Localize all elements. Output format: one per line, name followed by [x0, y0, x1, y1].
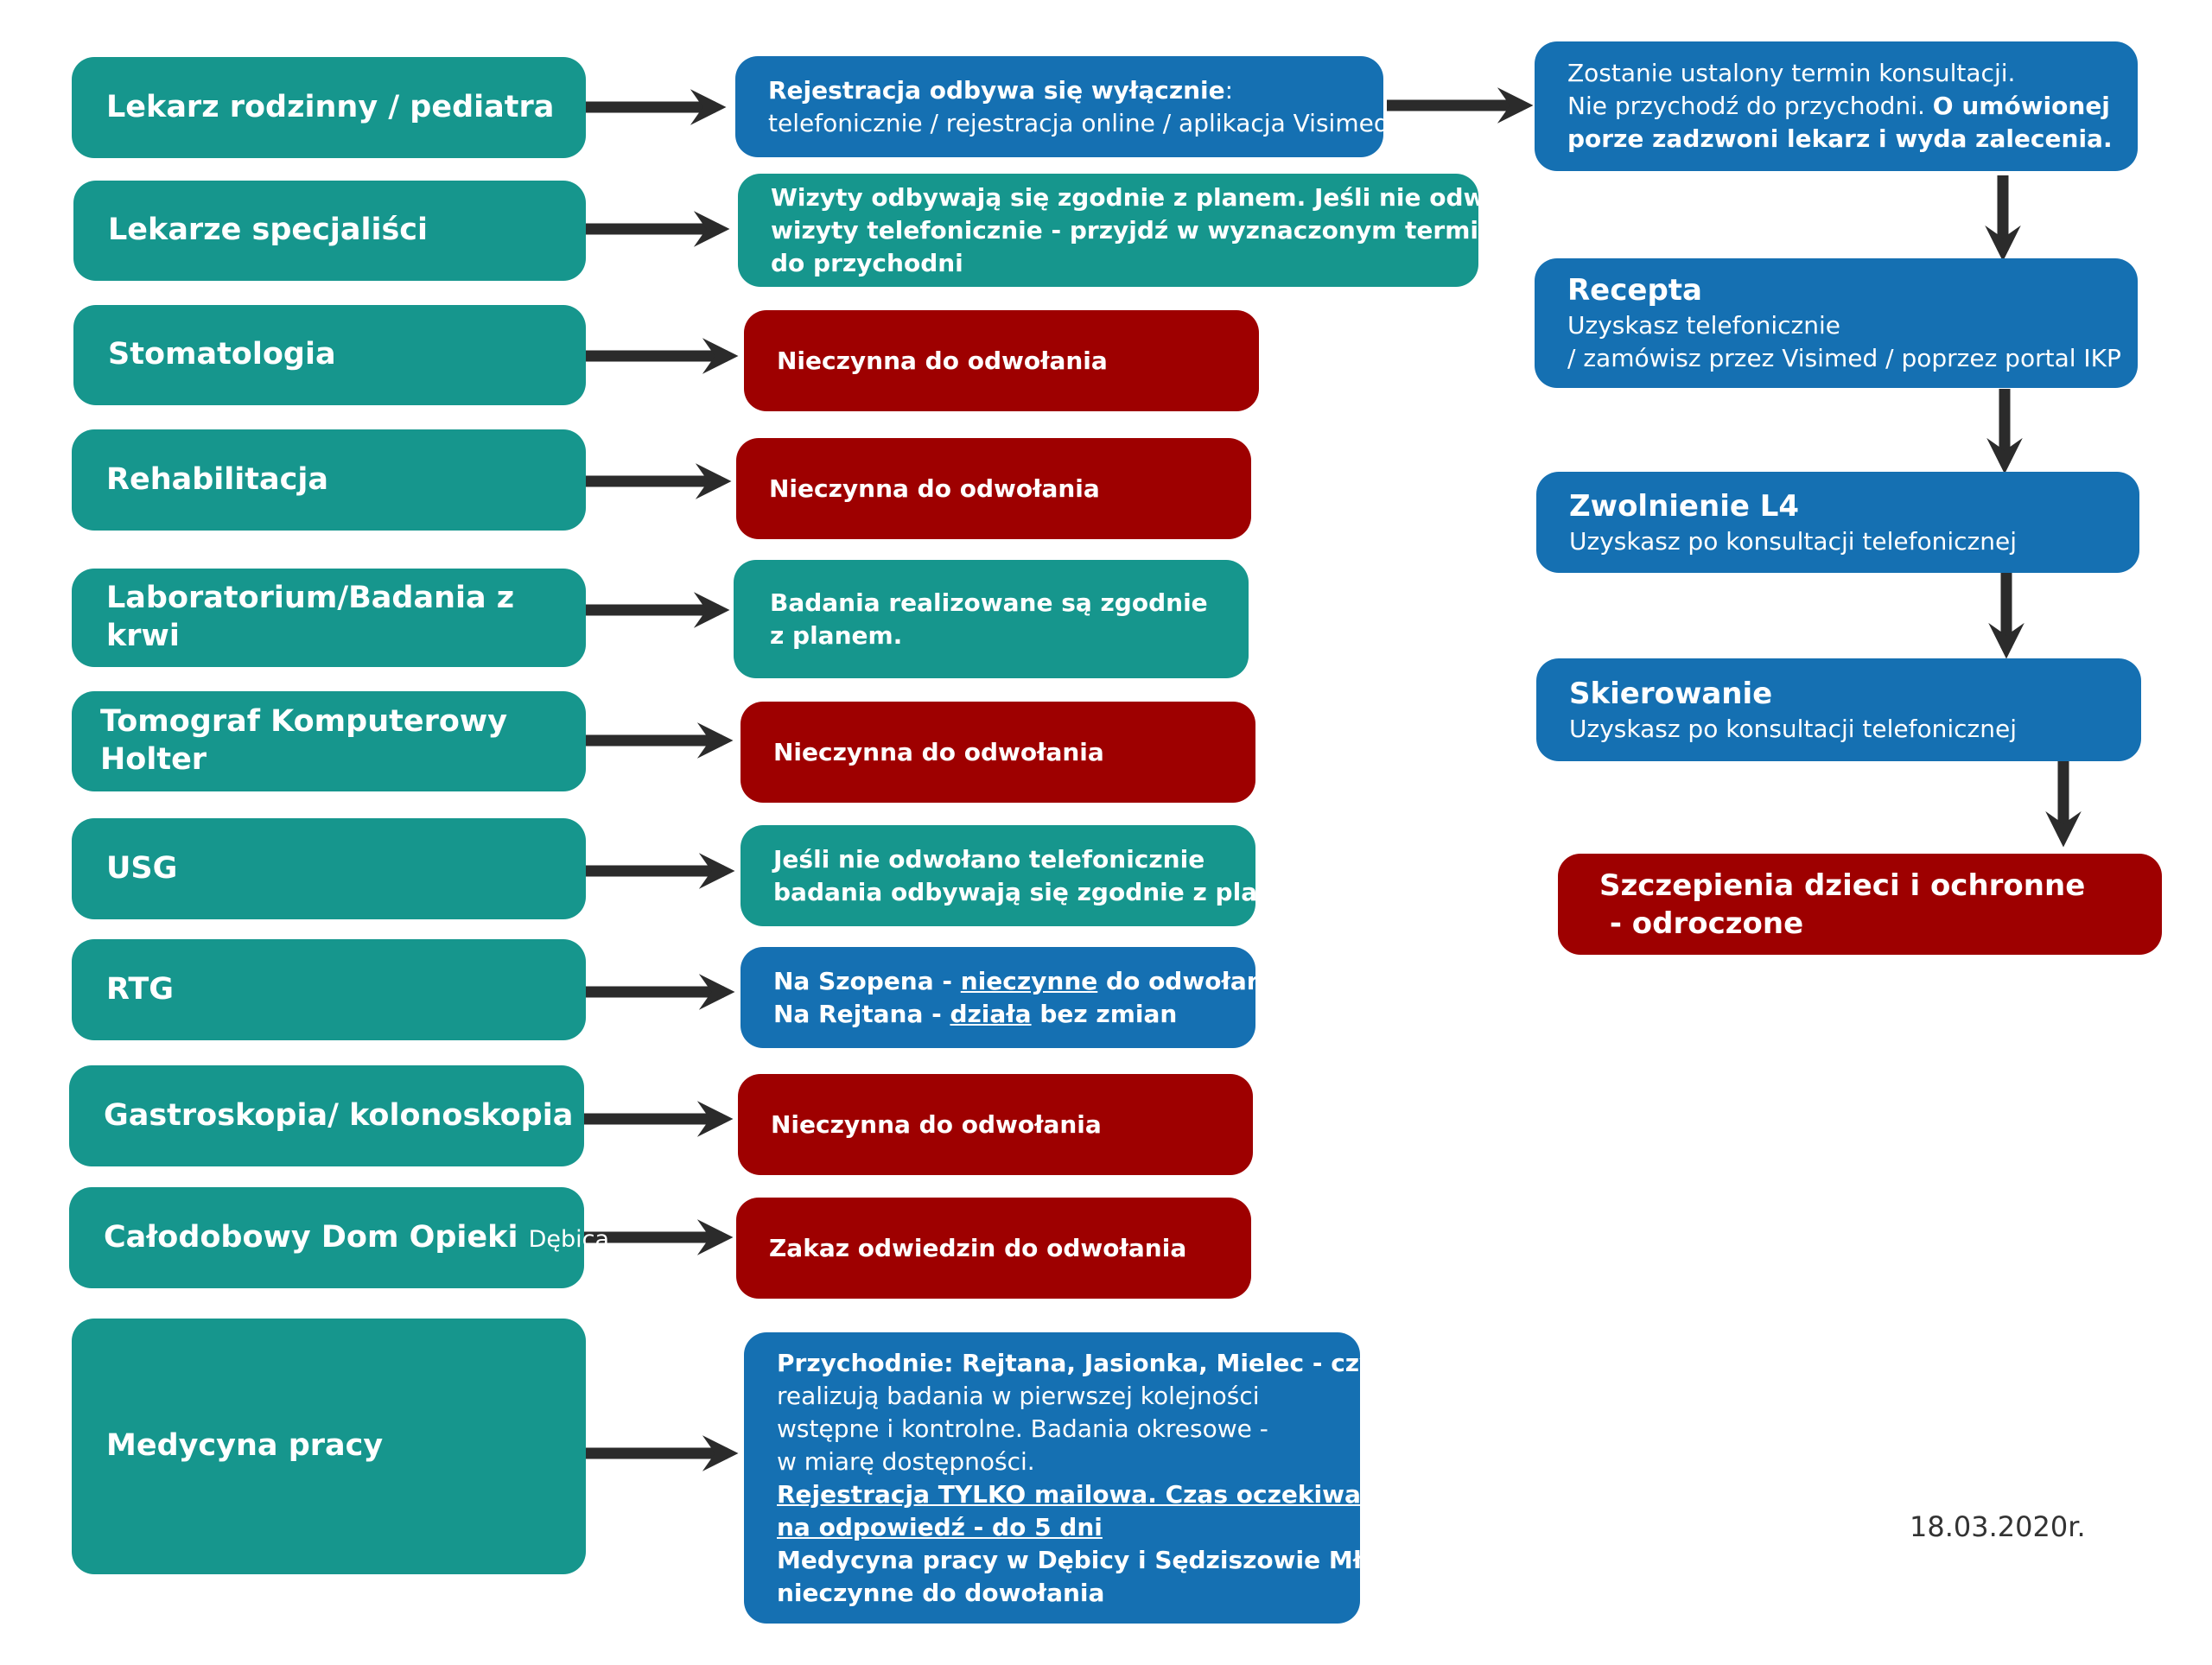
node-medycyna-pracy: Medycyna pracy [72, 1319, 586, 1574]
node-dom-opieki: Całodobowy Dom Opieki Dębica [69, 1187, 609, 1288]
node-skierowanie: Skierowanie Uzyskasz po konsultacji tele… [1536, 658, 2141, 761]
node-label: Całodobowy Dom Opieki [104, 1219, 518, 1255]
node-title-line2: - odroczone [1599, 906, 1804, 941]
info-laboratorium: Badania realizowane są zgodnie z planem. [734, 560, 1249, 678]
node-stomatologia: Stomatologia [73, 305, 586, 405]
node-rehabilitacja: Rehabilitacja [72, 429, 586, 531]
info-line: Nieczynna do odwołania [777, 346, 1108, 375]
info-line: porze zadzwoni lekarz i wyda zalecenia. [1567, 124, 2113, 153]
info-gastroskopia: Nieczynna do odwołania [738, 1074, 1253, 1175]
info-line: Przychodnie [777, 1348, 944, 1377]
node-label: USG [106, 850, 178, 886]
info-stomatologia: Nieczynna do odwołania [744, 310, 1259, 411]
info-line: Uzyskasz po konsultacji telefonicznej [1569, 526, 2017, 556]
info-line: Medycyna pracy w Dębicy i Sędziszowie Mł… [777, 1545, 1408, 1574]
node-label: Rehabilitacja [106, 461, 328, 497]
node-rtg: RTG [72, 939, 586, 1040]
info-line: Jeśli nie odwołano telefonicznie [773, 844, 1205, 874]
node-label: Lekarz rodzinny / pediatra [106, 89, 555, 124]
info-line: nieczynne do dowołania [777, 1578, 1105, 1607]
info-specjalisci: Wizyty odbywają się zgodnie z planem. Je… [738, 174, 1562, 287]
node-label: RTG [106, 971, 174, 1007]
info-lekarz-rejestracja: Rejestracja odbywa się wyłącznie: telefo… [735, 56, 1389, 157]
info-line: Zakaz odwiedzin do odwołania [769, 1233, 1187, 1262]
node-lekarze-specjalisci: Lekarze specjaliści [73, 181, 586, 281]
info-usg: Jeśli nie odwołano telefonicznie badania… [741, 825, 1317, 926]
info-line: Nieczynna do odwołania [769, 473, 1100, 503]
node-label: Stomatologia [108, 337, 336, 372]
info-line: Na Rejtana - [773, 999, 950, 1028]
info-colon: : [1224, 75, 1234, 105]
info-line: wstępne i kontrolne. Badania okresowe - [777, 1414, 1268, 1443]
info-line: : Rejtana, Jasionka, Mielec - czynne [944, 1348, 1427, 1377]
info-line: Rejestracja TYLKO mailowa. Czas oczekiwa… [777, 1479, 1403, 1509]
info-line: Rejestracja odbywa się wyłącznie [768, 75, 1225, 105]
info-line: Badania realizowane są zgodnie [770, 588, 1208, 617]
node-laboratorium: Laboratorium/Badania z krwi [72, 569, 586, 667]
node-label-line2: Holter [100, 742, 207, 777]
node-title: Skierowanie [1569, 676, 1773, 711]
node-sublabel: Dębica [528, 1225, 610, 1253]
info-line: telefonicznie / rejestracja online / apl… [768, 108, 1389, 137]
info-line: bez zmian [1031, 999, 1178, 1028]
info-line: Nie przychodź do przychodni. [1567, 92, 1933, 120]
info-line: wizyty telefonicznie - przyjdź w wyznacz… [771, 215, 1521, 245]
info-line: Nieczynna do odwołania [771, 1109, 1102, 1139]
node-label: Gastroskopia/ kolonoskopia [104, 1097, 574, 1133]
info-line: w miarę dostępności. [777, 1446, 1035, 1476]
node-label: Medycyna pracy [106, 1428, 384, 1464]
node-title: Recepta [1567, 273, 1702, 308]
node-title: Zwolnienie L4 [1569, 488, 1800, 524]
info-line: Wizyty odbywają się zgodnie z planem. Je… [771, 182, 1562, 212]
info-underline: nieczynne [960, 966, 1098, 995]
node-label: Laboratorium/Badania z krwi [106, 581, 515, 653]
node-recepta: Recepta Uzyskasz telefonicznie / zamówis… [1535, 258, 2138, 388]
node-gastroskopia: Gastroskopia/ kolonoskopia [69, 1065, 584, 1166]
info-line: realizują badania w pierwszej kolejności [777, 1381, 1260, 1410]
info-tomograf: Nieczynna do odwołania [741, 702, 1255, 803]
info-dom-opieki: Zakaz odwiedzin do odwołania [736, 1198, 1251, 1299]
info-underline: działa [950, 999, 1032, 1028]
info-konsultacja: Zostanie ustalony termin konsultacji. Ni… [1535, 41, 2138, 171]
info-line: na odpowiedź - do 5 dni [777, 1512, 1103, 1541]
date-label: 18.03.2020r. [1910, 1510, 2086, 1543]
info-line: do przychodni [771, 248, 963, 277]
info-medycyna-pracy: Przychodnie: Rejtana, Jasionka, Mielec -… [744, 1332, 1426, 1624]
info-rehabilitacja: Nieczynna do odwołania [736, 438, 1251, 539]
node-label: Tomograf Komputerowy [100, 704, 508, 740]
info-line: Uzyskasz telefonicznie [1567, 311, 1840, 340]
node-lekarz-rodzinny: Lekarz rodzinny / pediatra [72, 57, 586, 158]
node-usg: USG [72, 818, 586, 919]
info-line: O umówionej [1932, 92, 2110, 120]
node-tomograf-holter: Tomograf Komputerowy Holter [72, 691, 586, 791]
info-line: Zostanie ustalony termin konsultacji. [1567, 59, 2016, 87]
info-line: Nieczynna do odwołania [773, 737, 1104, 766]
node-szczepienia: Szczepienia dzieci i ochronne - odroczon… [1558, 854, 2162, 955]
node-title: Szczepienia dzieci i ochronne [1599, 867, 2086, 903]
info-line: / zamówisz przez Visimed / poprzez porta… [1567, 344, 2121, 372]
info-line: Uzyskasz po konsultacji telefonicznej [1569, 714, 2017, 743]
info-line: Na Szopena - [773, 966, 961, 995]
info-line: do odwołania [1097, 966, 1289, 995]
info-line: badania odbywają się zgodnie z planem [773, 877, 1317, 906]
node-zwolnienie: Zwolnienie L4 Uzyskasz po konsultacji te… [1536, 472, 2139, 573]
info-rtg: Na Szopena - nieczynne do odwołania Na R… [741, 947, 1288, 1048]
node-label: Lekarze specjaliści [108, 213, 429, 248]
info-line: z planem. [770, 620, 903, 650]
